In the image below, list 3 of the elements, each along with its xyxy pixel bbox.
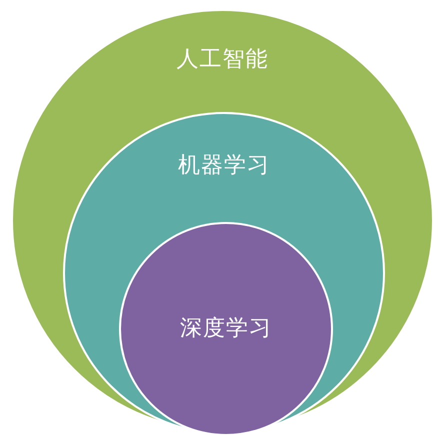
circle-label: 深度学习 (180, 316, 272, 342)
circle-label: 人工智能 (176, 47, 268, 73)
circle-label: 机器学习 (178, 153, 270, 179)
